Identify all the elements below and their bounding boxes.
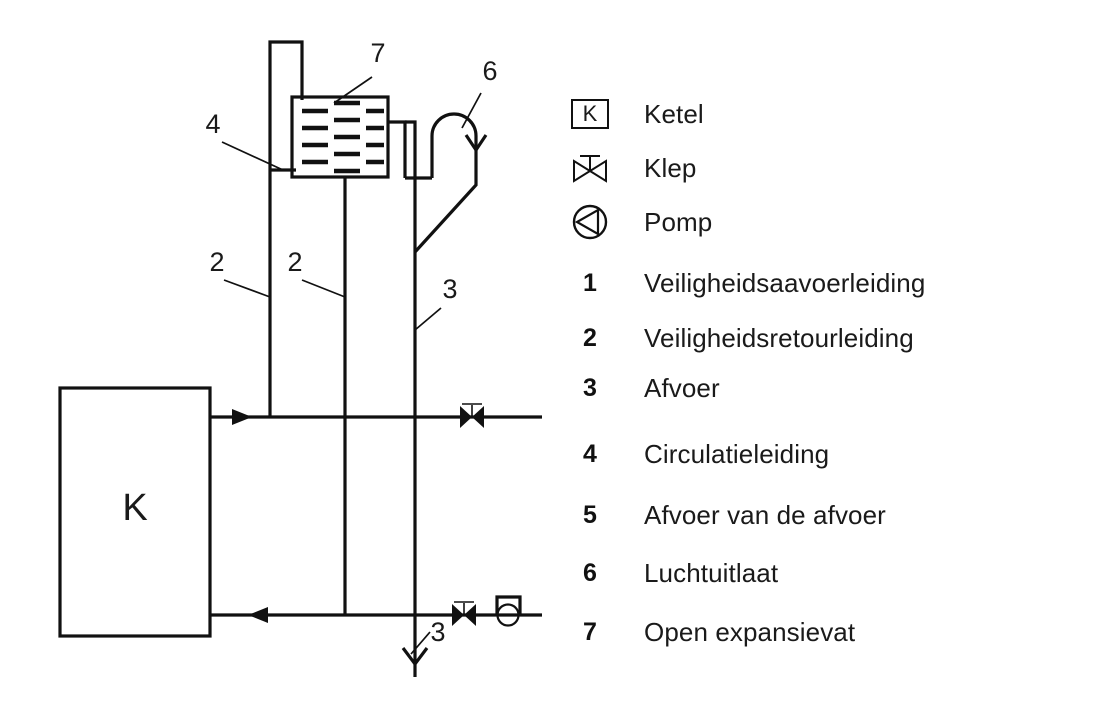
callout-2-left: 2 — [209, 247, 224, 277]
pipe-left-top-loop — [268, 40, 304, 170]
leader-2-mid — [301, 279, 346, 298]
callout-7: 7 — [370, 38, 385, 68]
expansion-vessel-box — [290, 95, 390, 179]
boiler-label: K — [122, 487, 147, 529]
callout-3-lower: 3 — [430, 617, 445, 647]
expansion-vessel-water-hatch — [302, 100, 384, 174]
leader-3-upper — [414, 307, 442, 331]
flow-arrow-supply — [232, 409, 252, 425]
callout-2-mid: 2 — [287, 247, 302, 277]
pipe-air-outlet-diagonal — [413, 146, 478, 254]
valve-upper[interactable] — [460, 403, 484, 428]
leader-3-lower — [410, 631, 431, 655]
callout-6: 6 — [482, 56, 497, 86]
pump-fitting[interactable] — [495, 595, 522, 627]
pipe-vessel-outlet — [388, 120, 407, 178]
leader-4 — [221, 141, 284, 171]
valve-lower[interactable] — [452, 601, 476, 626]
boiler-box — [58, 386, 212, 638]
flow-arrow-return — [248, 607, 268, 623]
drain-arrow-icon — [401, 647, 429, 667]
callout-4: 4 — [205, 109, 220, 139]
leader-2-left — [223, 279, 271, 298]
air-outlet-gooseneck — [430, 112, 478, 178]
leader-7 — [333, 76, 373, 104]
pipe-right-upper — [405, 120, 417, 252]
callout-3-upper: 3 — [442, 274, 457, 304]
leader-6 — [461, 92, 482, 129]
